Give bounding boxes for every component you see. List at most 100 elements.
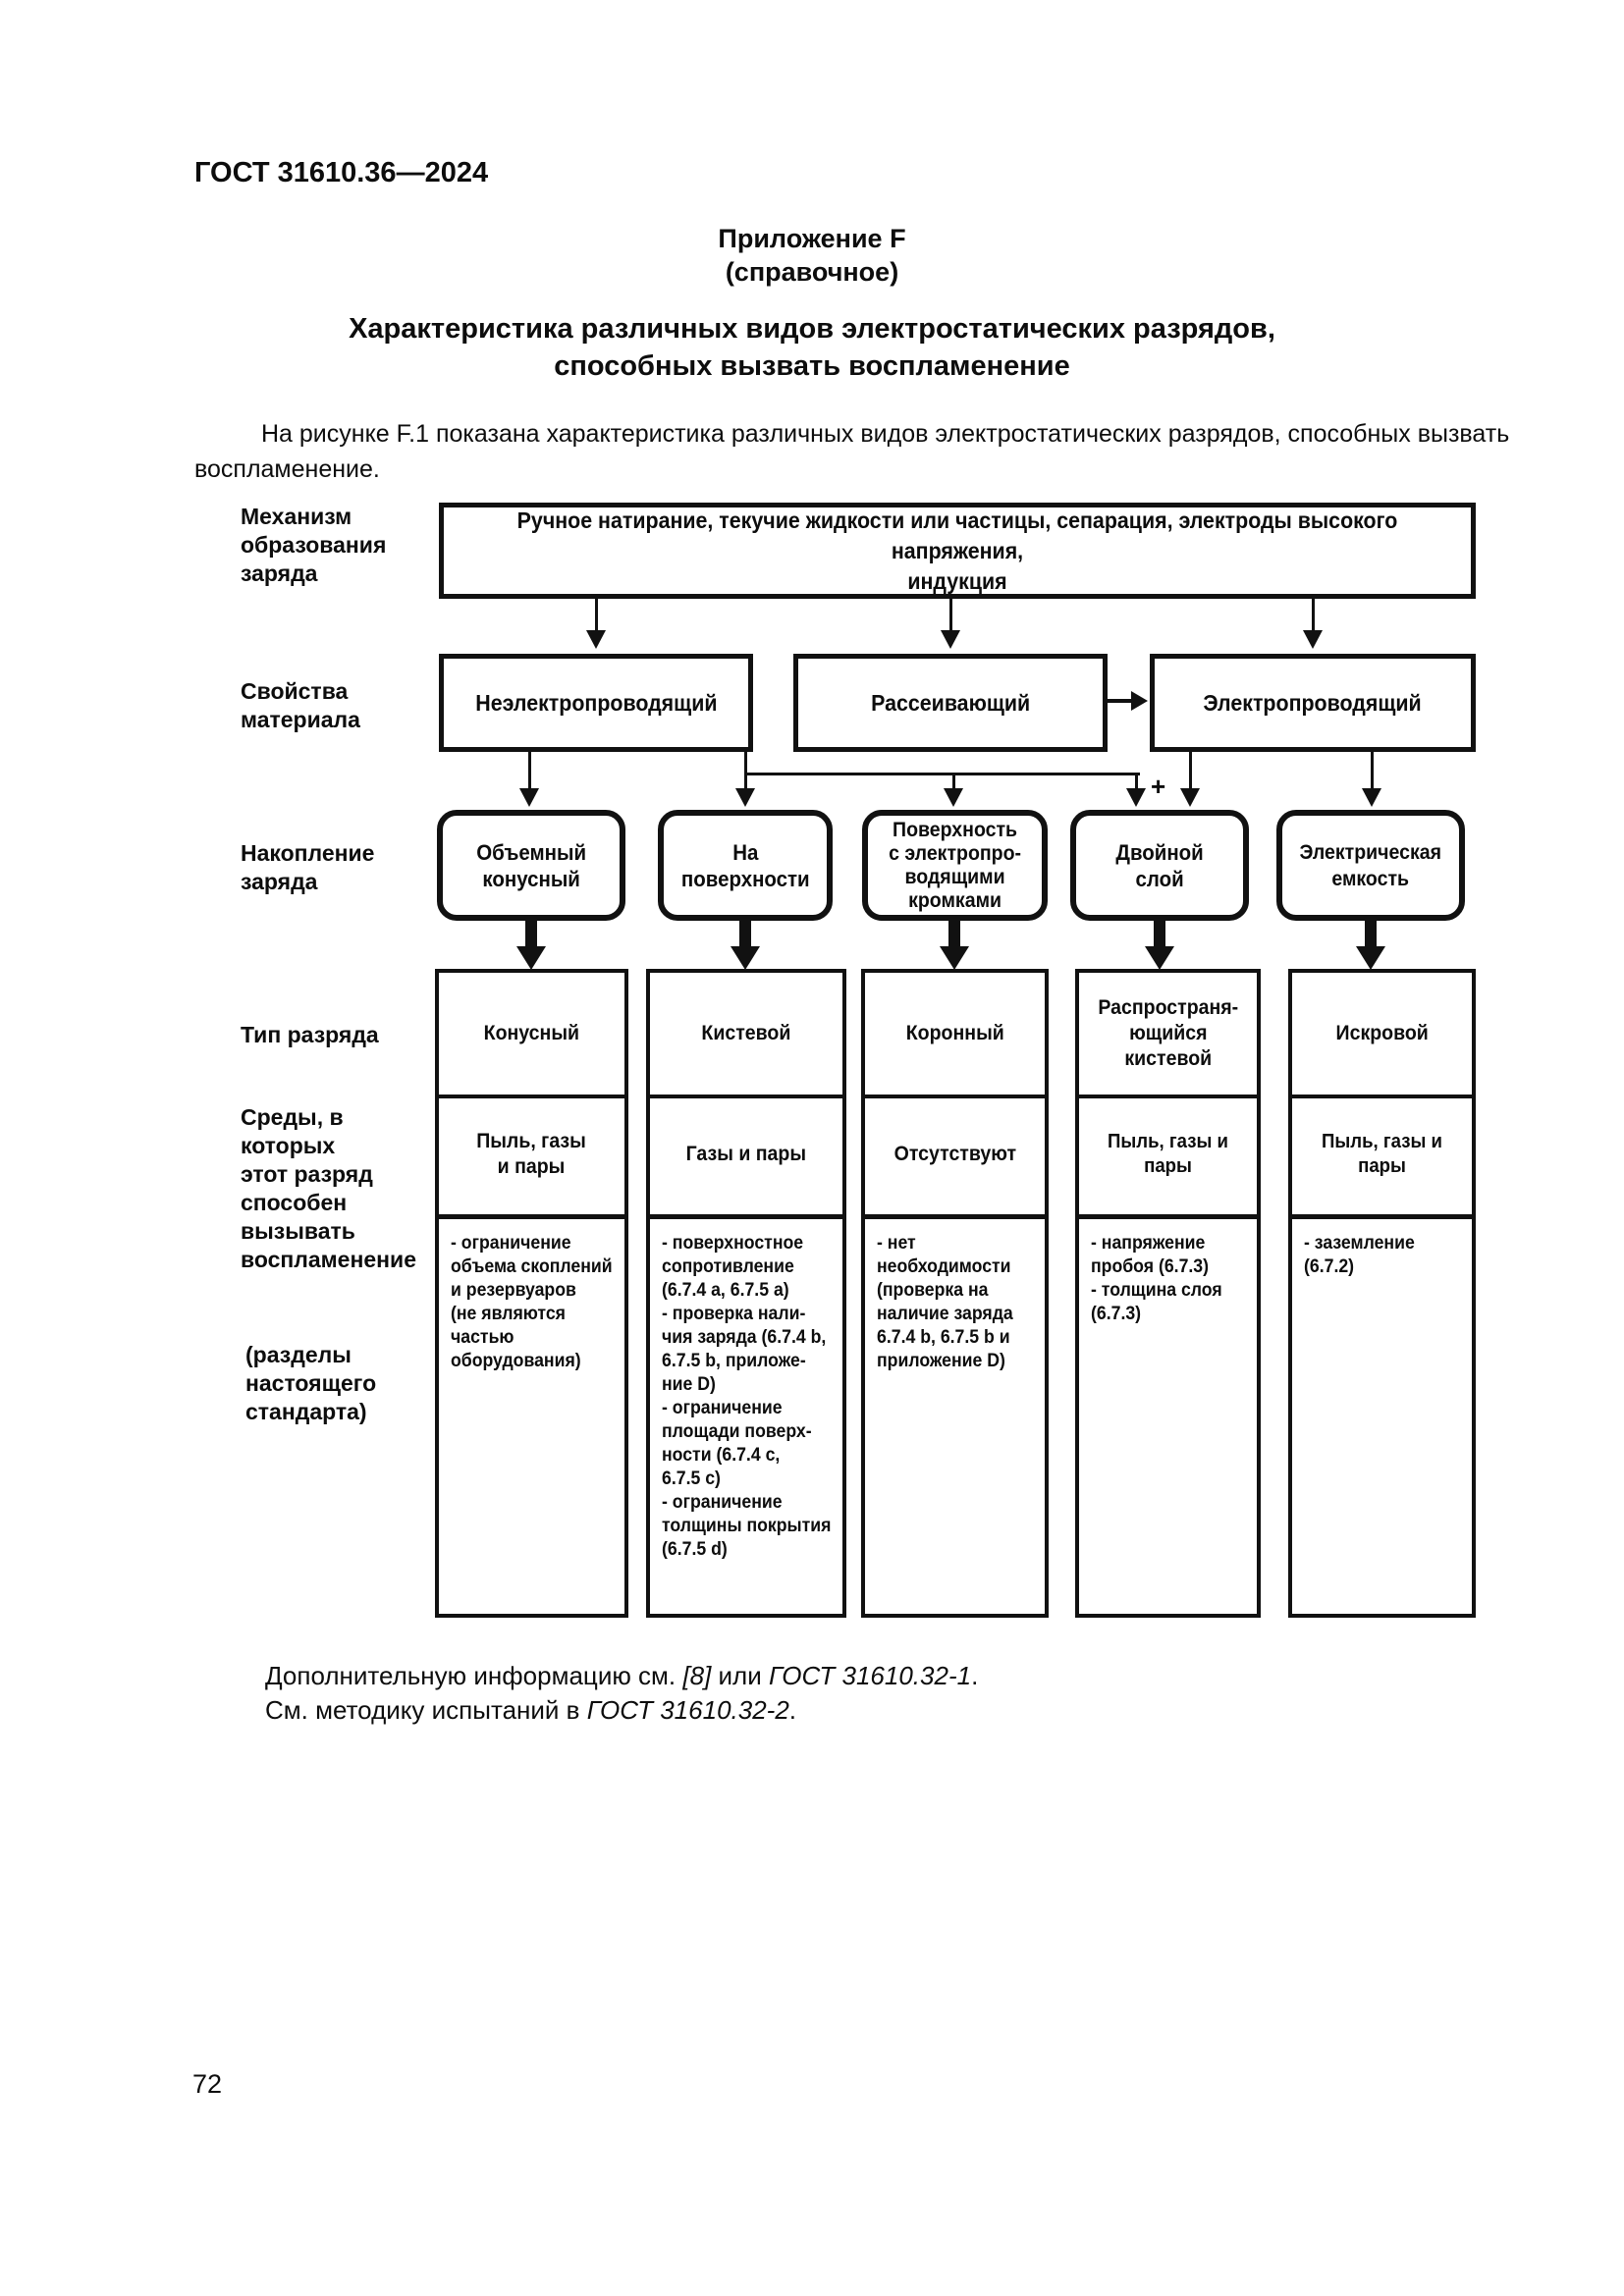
arrow-down-icon <box>586 630 606 649</box>
discharge-type-text: Коронный <box>905 1022 1004 1044</box>
column-brush-discharge: Кистевой Газы и пары - поверхностное соп… <box>646 969 846 1618</box>
sections-text: - поверхностное сопротивление (6.7.4 a, … <box>662 1233 832 1560</box>
connector-line <box>595 599 598 632</box>
arrow-down-icon <box>1356 946 1385 970</box>
connector-line <box>525 921 537 948</box>
connector-line <box>1312 599 1315 632</box>
arrow-down-icon <box>1180 788 1200 807</box>
discharge-type-cell: Распространя- ющийся кистевой <box>1079 973 1257 1095</box>
accumulation-box-conductive-edges: Поверхность с электропро- водящими кромк… <box>862 810 1048 921</box>
sections-text: - напряжение пробоя (6.7.3) - толщина сл… <box>1091 1233 1222 1324</box>
note-text: . <box>971 1661 979 1690</box>
row-label-discharge-type: Тип разряда <box>241 1022 379 1047</box>
arrow-down-icon <box>940 946 969 970</box>
connector-line <box>948 921 960 948</box>
discharge-type-text: Распространя- ющийся кистевой <box>1098 996 1238 1070</box>
discharge-type-text: Искровой <box>1335 1022 1429 1044</box>
mechanism-box-text: Ручное натирание, текучие жидкости или ч… <box>516 507 1398 594</box>
discharge-type-text: Кистевой <box>701 1022 791 1044</box>
sections-text: - заземление (6.7.2) <box>1304 1233 1415 1277</box>
connector-line <box>1365 921 1377 948</box>
row-label-material: Свойства материала <box>241 678 360 732</box>
material-box-text: Рассеивающий <box>870 689 1031 716</box>
note-line-1: Дополнительную информацию см. [8] или ГО… <box>265 1661 978 1691</box>
accumulation-box-volume-cone: Объемный конусный <box>437 810 625 921</box>
figure-f1: Механизм образования заряда Свойства мат… <box>0 491 1624 1629</box>
connector-line <box>744 752 747 790</box>
column-cone-discharge: Конусный Пыль, газы и пары - ограничение… <box>435 969 628 1618</box>
sections-cell: - нет необходимости (проверка на наличие… <box>877 1232 1045 1373</box>
row-label-mechanism: Механизм образования заряда <box>241 504 387 586</box>
sections-cell: - поверхностное сопротивление (6.7.4 a, … <box>662 1232 842 1562</box>
row-label-environments: Среды, в которых этот разряд способен вы… <box>241 1104 416 1272</box>
environment-text: Газы и пары <box>685 1143 807 1165</box>
cell-divider <box>439 1214 624 1219</box>
environment-cell: Пыль, газы и пары <box>439 1098 624 1210</box>
sections-cell: - ограничение объема скоплений и резерву… <box>451 1232 624 1373</box>
arrow-down-icon <box>735 788 755 807</box>
arrow-down-icon <box>941 630 960 649</box>
environment-cell: Пыль, газы и пары <box>1292 1098 1472 1210</box>
cell-divider <box>865 1214 1045 1219</box>
arrow-down-icon <box>519 788 539 807</box>
connector-line <box>1154 921 1165 948</box>
cell-divider <box>439 1095 624 1098</box>
arrow-down-icon <box>944 788 963 807</box>
environment-text: Пыль, газы и пары <box>1322 1131 1442 1177</box>
cell-divider <box>1292 1214 1472 1219</box>
doc-code: ГОСТ 31610.36—2024 <box>194 157 489 188</box>
material-box-conductive: Электропроводящий <box>1150 654 1476 752</box>
material-box-dissipative: Рассеивающий <box>793 654 1108 752</box>
accumulation-box-text: На поверхности <box>680 839 810 891</box>
discharge-type-cell: Кистевой <box>650 973 842 1095</box>
note-text: См. методику испытаний в <box>265 1695 587 1725</box>
column-spark-discharge: Искровой Пыль, газы и пары - заземление … <box>1288 969 1476 1618</box>
accumulation-box-text: Двойной слой <box>1115 839 1204 891</box>
connector-line <box>1108 699 1133 703</box>
material-box-nonconductive: Неэлектропроводящий <box>439 654 753 752</box>
connector-line <box>1189 752 1192 790</box>
environment-cell: Отсутствуют <box>865 1098 1045 1210</box>
cell-divider <box>1079 1095 1257 1098</box>
accumulation-box-text: Электрическая емкость <box>1299 840 1442 890</box>
environment-text: Отсутствуют <box>893 1143 1016 1165</box>
sections-cell: - напряжение пробоя (6.7.3) - толщина сл… <box>1091 1232 1257 1326</box>
connector-line <box>1135 774 1138 790</box>
accumulation-box-on-surface: На поверхности <box>658 810 833 921</box>
mechanism-box: Ручное натирание, текучие жидкости или ч… <box>439 503 1476 599</box>
environment-text: Пыль, газы и пары <box>1108 1131 1228 1177</box>
connector-line <box>739 921 751 948</box>
note-text: Дополнительную информацию см. <box>265 1661 683 1690</box>
page-number: 72 <box>192 2069 223 2099</box>
arrow-down-icon <box>731 946 760 970</box>
plus-label: + <box>1151 772 1166 801</box>
note-text: или <box>711 1661 769 1690</box>
arrow-right-icon <box>1131 691 1148 711</box>
material-box-text: Электропроводящий <box>1203 689 1423 716</box>
note-ref: ГОСТ 31610.32-2 <box>586 1695 789 1725</box>
note-text: . <box>788 1695 797 1725</box>
sections-text: - ограничение объема скоплений и резерву… <box>451 1233 613 1371</box>
connector-line <box>949 599 952 632</box>
cell-divider <box>1292 1095 1472 1098</box>
arrow-down-icon <box>1145 946 1174 970</box>
sections-cell: - заземление (6.7.2) <box>1304 1232 1472 1279</box>
intro-paragraph: На рисунке F.1 показана характеристика р… <box>194 420 1510 483</box>
row-label-sections: (разделы настоящего стандарта) <box>245 1342 377 1424</box>
note-ref: [8] <box>682 1661 712 1690</box>
page-title: Характеристика различных видов электрост… <box>349 313 1275 382</box>
discharge-type-cell: Искровой <box>1292 973 1472 1095</box>
cell-divider <box>650 1095 842 1098</box>
column-corona-discharge: Коронный Отсутствуют - нет необходимости… <box>861 969 1049 1618</box>
connector-line <box>744 773 1140 775</box>
discharge-type-text: Конусный <box>483 1022 580 1044</box>
accumulation-box-text: Объемный конусный <box>476 839 586 891</box>
note-ref: ГОСТ 31610.32-1 <box>768 1661 972 1690</box>
arrow-down-icon <box>1126 788 1146 807</box>
environment-cell: Пыль, газы и пары <box>1079 1098 1257 1210</box>
cell-divider <box>865 1095 1045 1098</box>
discharge-type-cell: Коронный <box>865 973 1045 1095</box>
row-label-accumulation: Накопление заряда <box>241 840 375 894</box>
material-box-text: Неэлектропроводящий <box>474 689 718 716</box>
